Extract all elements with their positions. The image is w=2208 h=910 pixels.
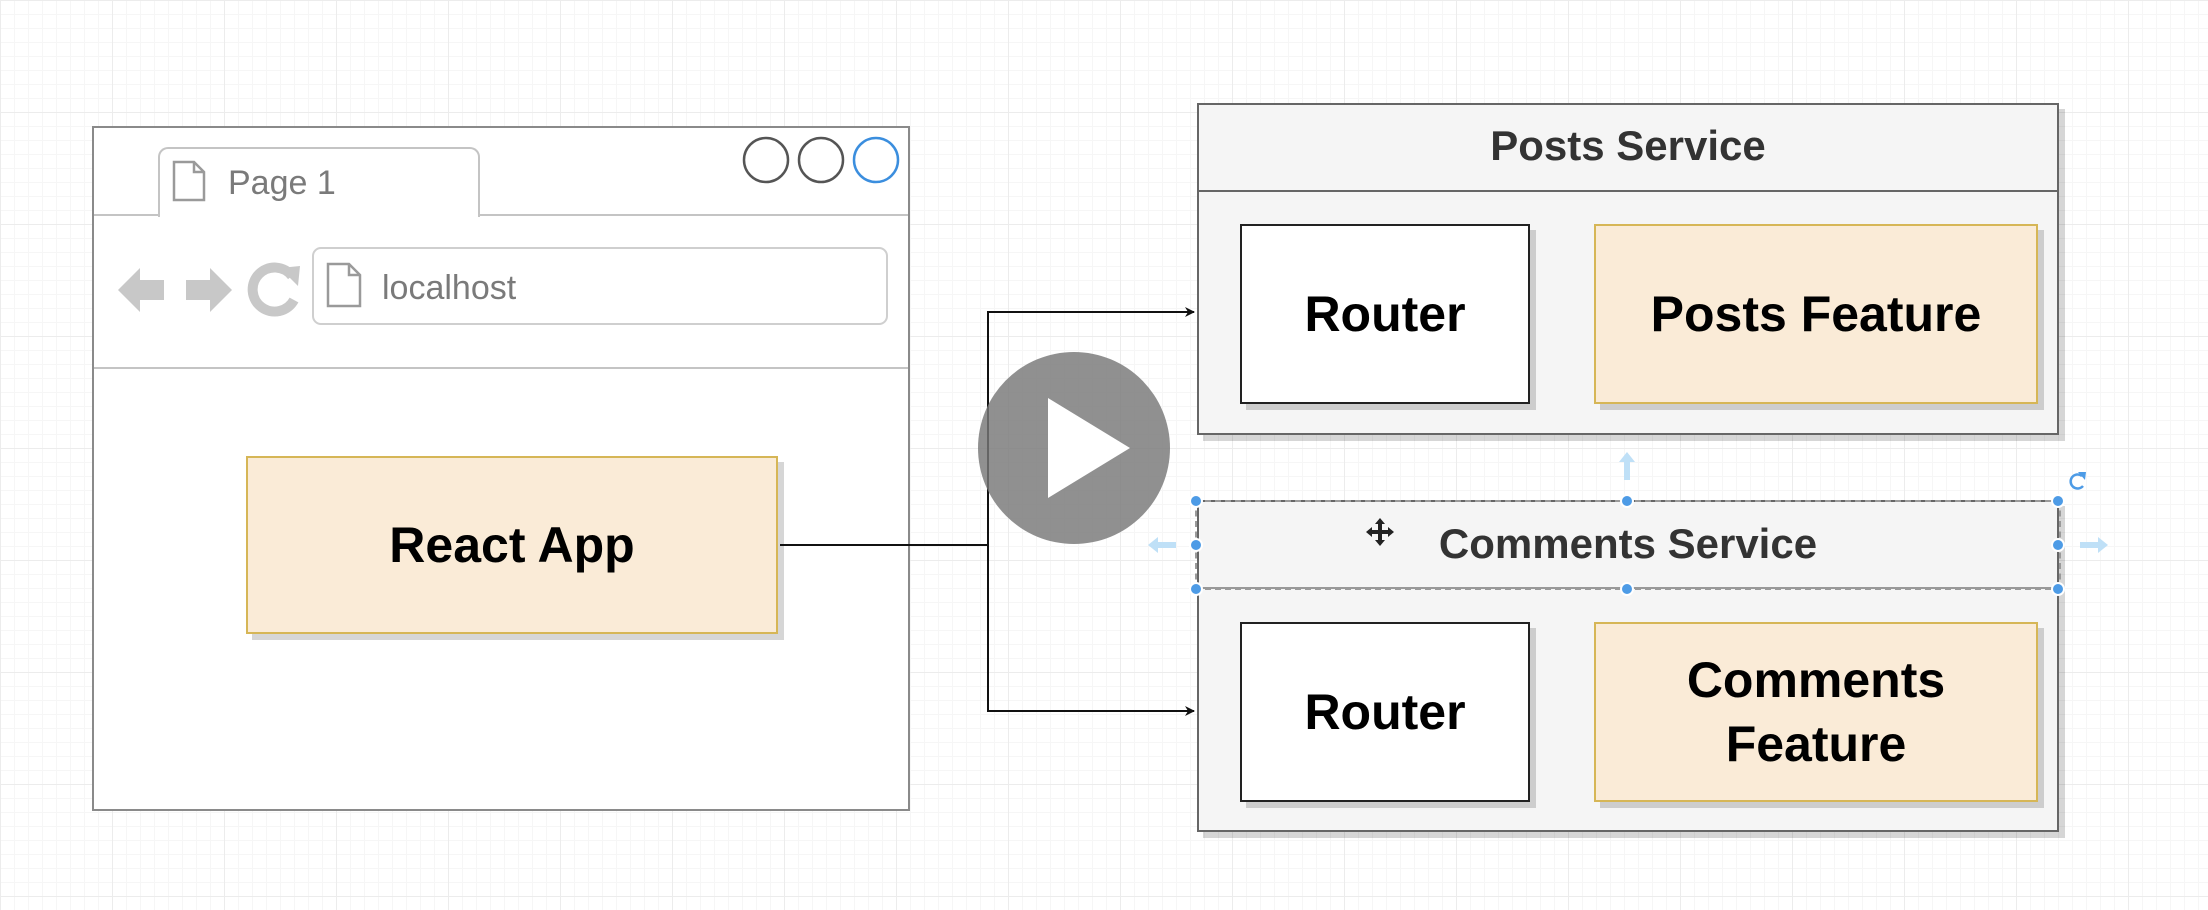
guide-arrow-right-icon xyxy=(2080,537,2108,553)
posts-service-title: Posts Service xyxy=(1490,122,1766,169)
tab-label: Page 1 xyxy=(228,164,336,202)
reload-icon xyxy=(247,262,300,317)
document-icon xyxy=(172,160,206,202)
window-button-icon xyxy=(742,136,790,184)
browser-nav-icons xyxy=(114,258,304,329)
address-bar-url: localhost xyxy=(382,269,517,307)
comments-service-title: Comments Service xyxy=(1438,520,1818,567)
resize-handle[interactable] xyxy=(2051,582,2065,596)
comments-feature-box[interactable]: Comments Feature xyxy=(1594,622,2038,802)
document-icon xyxy=(326,262,362,308)
back-arrow-icon xyxy=(118,268,164,312)
resize-handle[interactable] xyxy=(1189,582,1203,596)
posts-feature-box[interactable]: Posts Feature xyxy=(1594,224,2038,404)
connector-to-comments xyxy=(987,545,1195,716)
video-play-button[interactable] xyxy=(978,352,1170,544)
address-bar[interactable] xyxy=(312,247,888,325)
window-buttons xyxy=(742,136,902,191)
resize-handle[interactable] xyxy=(2051,538,2065,552)
comments-feature-line1: Comments xyxy=(1686,652,1946,708)
comments-router-box[interactable]: Router xyxy=(1240,622,1530,802)
posts-router-box[interactable]: Router xyxy=(1240,224,1530,404)
browser-tab xyxy=(158,147,480,217)
forward-arrow-icon xyxy=(186,268,232,312)
move-cursor-icon xyxy=(1366,518,1394,546)
resize-handle[interactable] xyxy=(1189,494,1203,508)
window-button-icon xyxy=(797,136,845,184)
tab-divider xyxy=(94,214,160,216)
resize-handle[interactable] xyxy=(1620,582,1634,596)
resize-handle[interactable] xyxy=(2051,494,2065,508)
resize-handle[interactable] xyxy=(1189,538,1203,552)
service-header-divider xyxy=(1199,190,2057,192)
browser-header-divider xyxy=(94,367,908,369)
comments-feature-line2: Feature xyxy=(1725,716,1907,772)
play-icon xyxy=(1048,398,1130,498)
rotate-icon xyxy=(2069,472,2086,490)
guide-arrow-left-icon xyxy=(1148,537,1176,553)
guide-arrow-up-icon xyxy=(1619,452,1635,480)
react-app-box[interactable]: React App xyxy=(246,456,778,634)
tab-divider xyxy=(478,214,908,216)
resize-handle[interactable] xyxy=(1620,494,1634,508)
window-button-icon xyxy=(852,136,900,184)
